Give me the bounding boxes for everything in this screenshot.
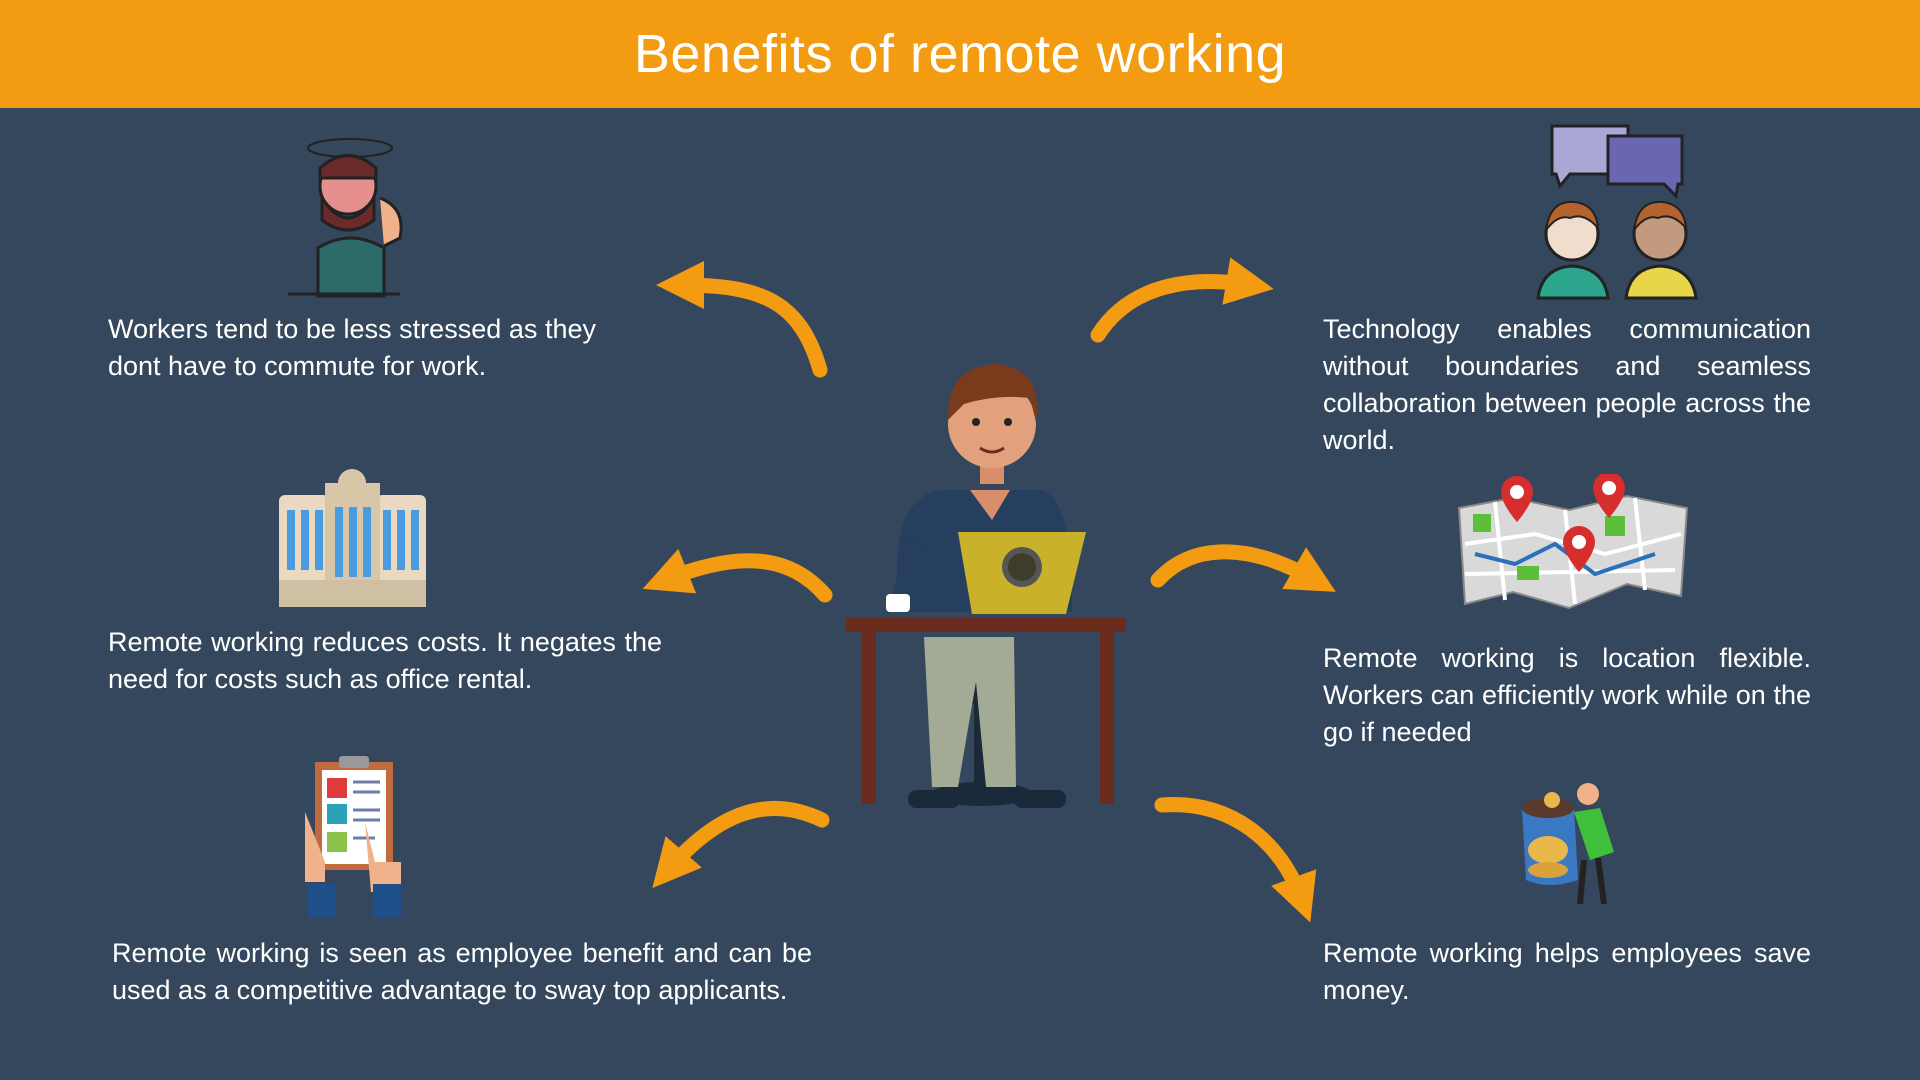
remote-worker-laptop-icon	[846, 352, 1126, 812]
savings-jar-icon	[1518, 778, 1623, 908]
arrow-bottom-left	[652, 800, 830, 889]
resume-clipboard-icon	[295, 752, 410, 920]
benefit-text-employee-benefit: Remote working is seen as employee benef…	[112, 938, 812, 1005]
page-title: Benefits of remote working	[633, 24, 1287, 84]
benefit-text-costs: Remote working reduces costs. It negates…	[108, 627, 662, 694]
benefit-text-stress: Workers tend to be less stressed as they…	[108, 314, 596, 381]
arrow-mid-right	[1150, 544, 1336, 592]
benefit-text-save-money: Remote working helps employees save mone…	[1323, 938, 1811, 1005]
header-bar: Benefits of remote working	[0, 0, 1920, 108]
map-pins-icon	[1455, 474, 1690, 614]
office-building-icon	[275, 465, 430, 610]
arrow-top-left	[656, 261, 828, 378]
arrow-mid-left	[642, 548, 833, 603]
stressed-man-icon	[288, 128, 418, 298]
benefit-text-technology: Technology enables communication without…	[1323, 314, 1811, 455]
people-chat-icon	[1530, 122, 1705, 302]
arrow-bottom-right	[1154, 797, 1317, 923]
benefit-text-location: Remote working is location flexible. Wor…	[1323, 643, 1811, 747]
arrow-top-right	[1090, 257, 1274, 343]
